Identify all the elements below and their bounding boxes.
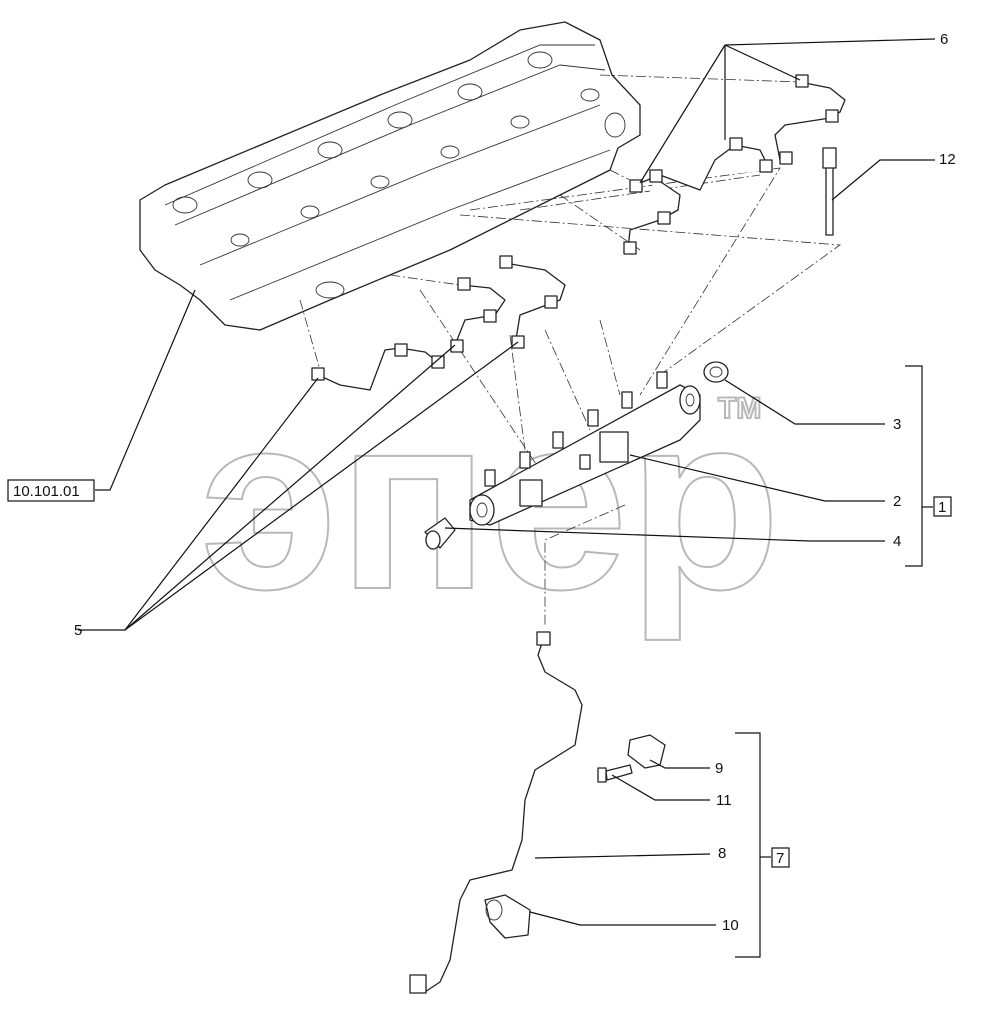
callout-1-box (933, 496, 952, 517)
cylinder-head (139, 21, 641, 331)
leader-lines (78, 38, 936, 958)
callouts: 6 12 3 2 4 1 5 10.101.01 9 11 8 7 10 (7, 31, 956, 934)
callout-2: 2 (893, 493, 901, 510)
callout-7: 7 (776, 850, 784, 867)
callout-3: 3 (893, 416, 901, 433)
reference-label: 10.101.01 (13, 483, 80, 500)
callout-8: 8 (718, 845, 726, 862)
fuel-rail (469, 371, 701, 526)
injector-pipes-5 (311, 255, 566, 391)
callout-12: 12 (939, 151, 956, 168)
callout-7-box (771, 847, 790, 868)
callout-6: 6 (940, 31, 948, 48)
plug-4 (424, 517, 456, 550)
callout-9: 9 (715, 760, 723, 777)
rail-outlets (484, 371, 668, 487)
bolt-11 (597, 764, 633, 783)
callout-10: 10 (722, 917, 739, 934)
head-ports (172, 51, 626, 299)
stud-12 (822, 147, 837, 236)
clamp-9 (627, 734, 666, 769)
fitting-3 (703, 361, 729, 383)
callout-11: 11 (716, 792, 732, 809)
reference-box (7, 479, 95, 502)
watermark-trademark: TM (718, 392, 761, 425)
callout-4: 4 (893, 533, 901, 550)
supply-pipe-8 (409, 631, 583, 994)
injector-pipes-6 (623, 74, 846, 255)
clip-10 (484, 894, 531, 939)
callout-1: 1 (938, 499, 946, 516)
callout-5: 5 (74, 622, 82, 639)
